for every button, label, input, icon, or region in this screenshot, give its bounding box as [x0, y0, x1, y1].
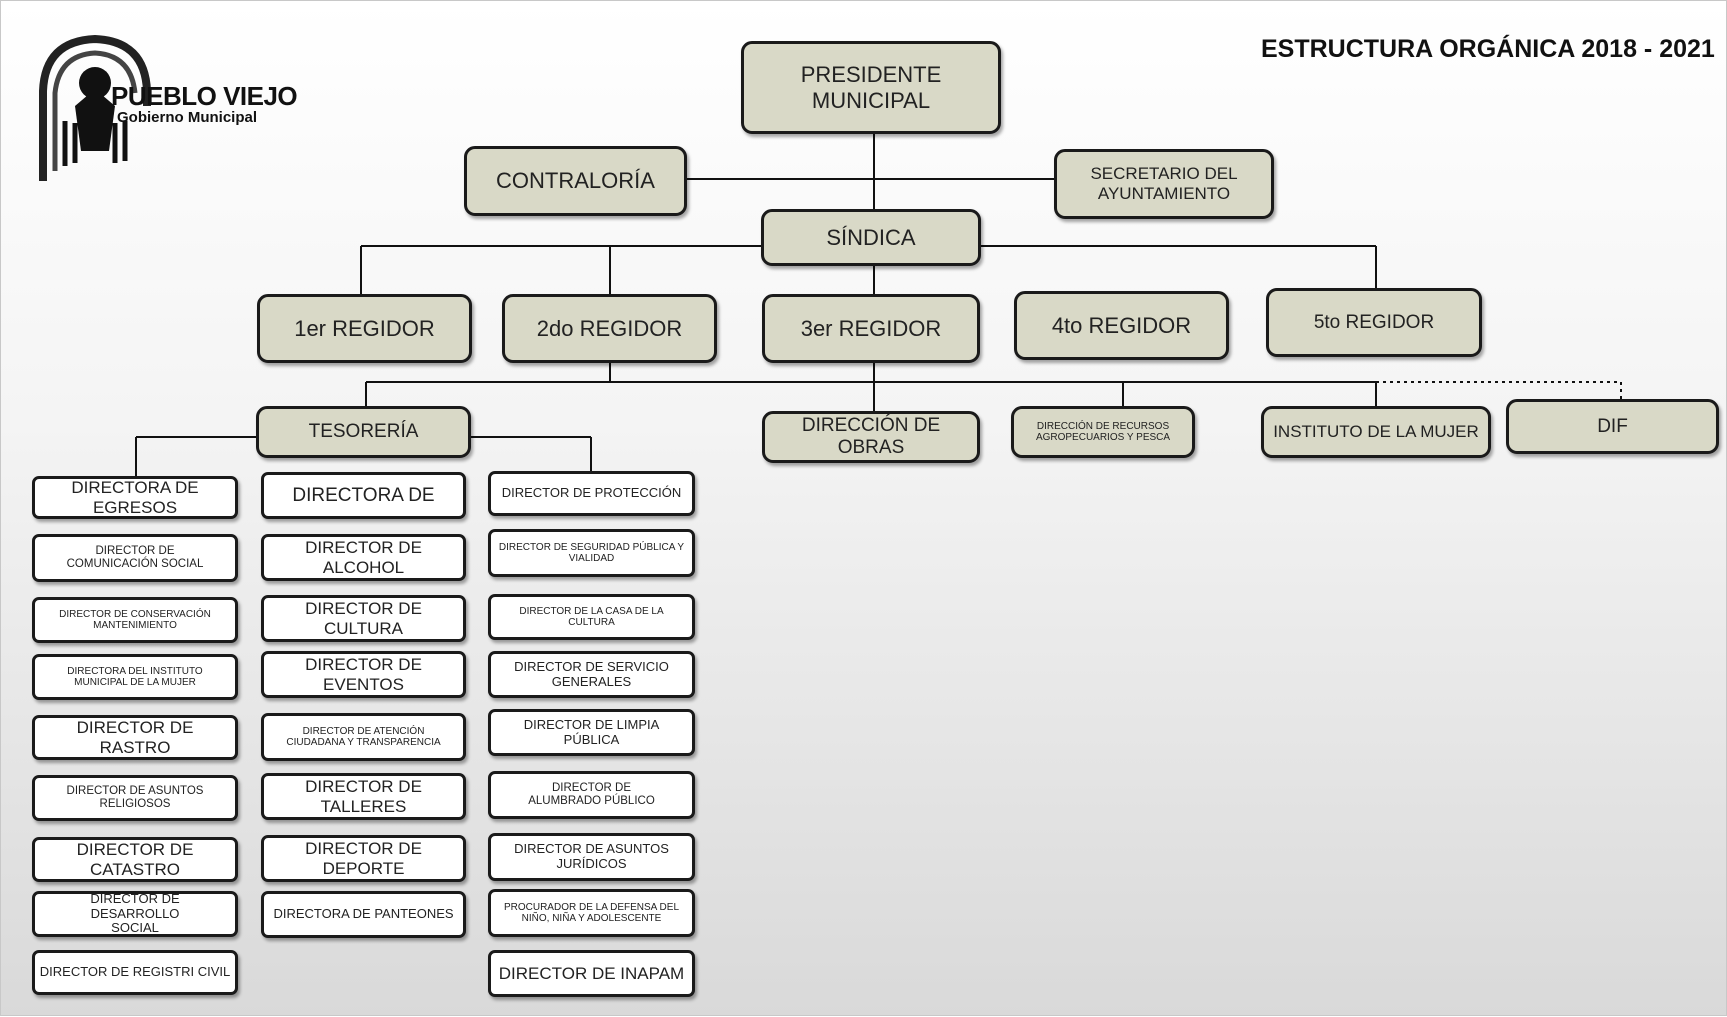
- col3-item: DIRECTOR DE LIMPIA PÚBLICA: [488, 709, 695, 756]
- col2-item: DIRECTOR DE CULTURA: [261, 595, 466, 642]
- col2-item: DIRECTOR DE EVENTOS: [261, 651, 466, 698]
- logo-subtitle: Gobierno Municipal: [117, 109, 258, 126]
- col1-item: DIRECTORA DE EGRESOS: [32, 476, 238, 519]
- logo-name: PUEBLO VIEJO: [111, 81, 298, 111]
- sindica-box: SÍNDICA: [761, 209, 981, 266]
- col1-item: DIRECTOR DE ASUNTOS RELIGIOSOS: [32, 775, 238, 821]
- col3-item: DIRECTOR DE SEGURIDAD PÚBLICA Y VIALIDAD: [488, 529, 695, 577]
- contraloria-box: CONTRALORÍA: [464, 146, 687, 216]
- col3-item: PROCURADOR DE LA DEFENSA DEL NIÑO, NIÑA …: [488, 889, 695, 937]
- col3-item: DIRECTOR DE INAPAM: [488, 950, 695, 997]
- instituto-mujer-box: INSTITUTO DE LA MUJER: [1261, 406, 1491, 458]
- col1-item: DIRECTOR DE DESARROLLO SOCIAL: [32, 891, 238, 937]
- regidor-4-box: 4to REGIDOR: [1014, 291, 1229, 360]
- col1-item: DIRECTOR DE CONSERVACIÓN MANTENIMIENTO: [32, 597, 238, 643]
- col2-item: DIRECTOR DE ALCOHOL: [261, 534, 466, 581]
- col2-item: DIRECTORA DE PANTEONES: [261, 891, 466, 938]
- secretario-box: SECRETARIO DEL AYUNTAMIENTO: [1054, 149, 1274, 219]
- col2-item: DIRECTOR DE TALLERES: [261, 773, 466, 820]
- recursos-agropecuarios-box: DIRECCIÓN DE RECURSOS AGROPECUARIOS Y PE…: [1011, 406, 1195, 458]
- col1-item: DIRECTOR DE CATASTRO: [32, 837, 238, 882]
- regidor-3-box: 3er REGIDOR: [762, 294, 980, 363]
- col3-item: DIRECTOR DE LA CASA DE LA CULTURA: [488, 594, 695, 640]
- regidor-5-box: 5to REGIDOR: [1266, 288, 1482, 357]
- presidente-box: PRESIDENTE MUNICIPAL: [741, 41, 1001, 134]
- tesoreria-box: TESORERÍA: [256, 406, 471, 458]
- col3-item: DIRECTOR DE PROTECCIÓN: [488, 471, 695, 516]
- col2-item: DIRECTOR DE DEPORTE: [261, 835, 466, 882]
- col1-item: DIRECTOR DE COMUNICACIÓN SOCIAL: [32, 534, 238, 582]
- col1-item: DIRECTOR DE REGISTRI CIVIL: [32, 950, 238, 995]
- col1-item: DIRECTORA DEL INSTITUTO MUNICIPAL DE LA …: [32, 654, 238, 700]
- col3-item: DIRECTOR DE ASUNTOS JURÍDICOS: [488, 833, 695, 881]
- chart-title: ESTRUCTURA ORGÁNICA 2018 - 2021: [1261, 35, 1715, 63]
- col3-item: DIRECTOR DE ALUMBRADO PÚBLICO: [488, 771, 695, 819]
- col3-item: DIRECTOR DE SERVICIO GENERALES: [488, 651, 695, 698]
- dif-box: DIF: [1506, 399, 1719, 454]
- col1-item: DIRECTOR DE RASTRO: [32, 715, 238, 760]
- col2-item: DIRECTORA DE: [261, 472, 466, 519]
- regidor-2-box: 2do REGIDOR: [502, 294, 717, 363]
- regidor-1-box: 1er REGIDOR: [257, 294, 472, 363]
- pueblo-viejo-logo: [39, 34, 151, 181]
- direccion-obras-box: DIRECCIÓN DE OBRAS: [762, 411, 980, 463]
- col2-item: DIRECTOR DE ATENCIÓN CIUDADANA Y TRANSPA…: [261, 713, 466, 761]
